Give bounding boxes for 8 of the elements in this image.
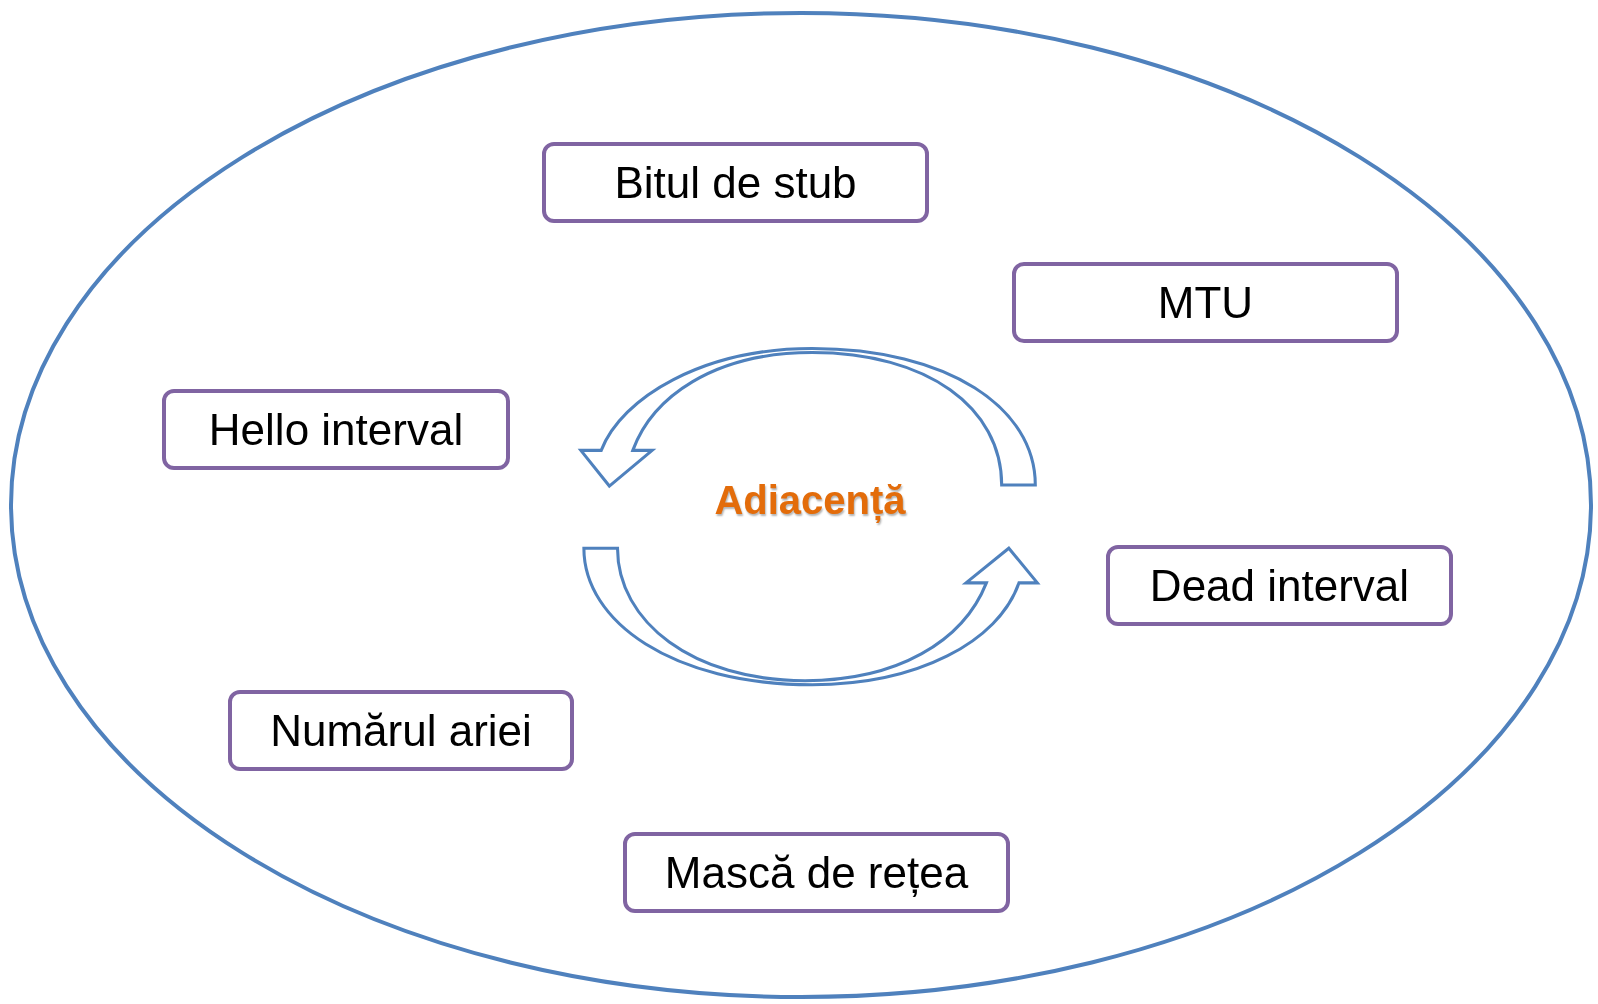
parameter-box: Hello interval [162,389,510,470]
parameter-box: Numărul ariei [228,690,574,771]
parameter-box: Bitul de stub [542,142,929,223]
oval-frame [8,10,1594,1000]
parameter-box: MTU [1012,262,1399,343]
center-label: Adiacență [714,478,906,522]
parameter-box: Dead interval [1106,545,1453,626]
parameter-box: Mască de rețea [623,832,1010,913]
